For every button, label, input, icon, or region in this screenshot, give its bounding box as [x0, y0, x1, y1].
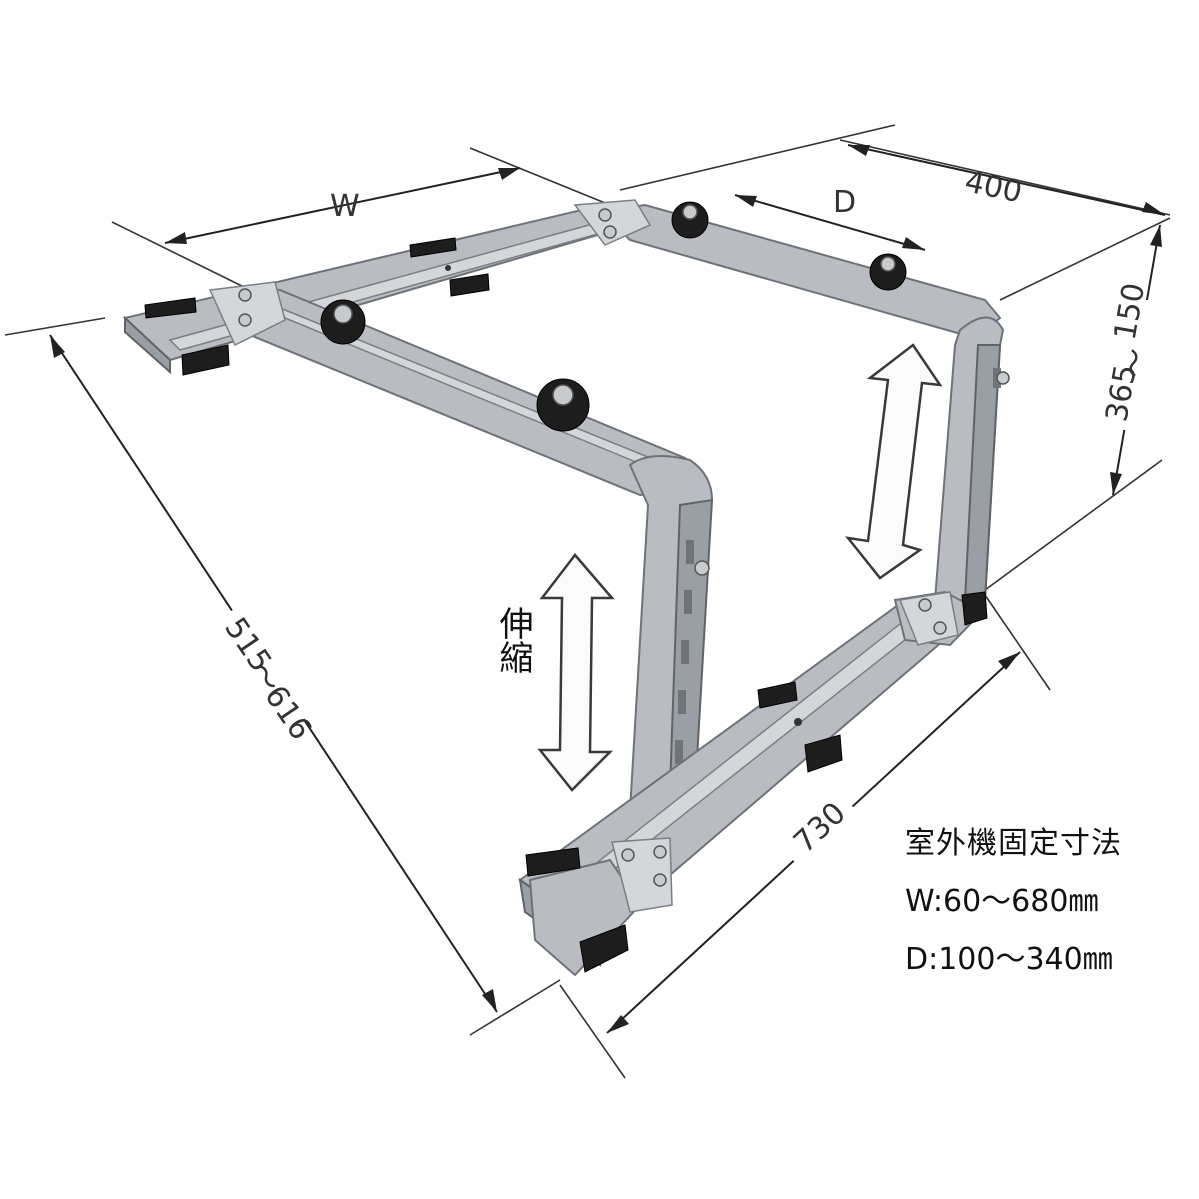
- dimension-400: 400: [619, 124, 1171, 216]
- dimension-height-sep: ～: [1114, 348, 1149, 378]
- telescopic-label: 伸縮: [493, 606, 533, 674]
- spec-block: 室外機固定寸法 W:60～680㎜ D:100～340㎜: [905, 818, 1195, 978]
- dimension-d-label: D: [833, 185, 856, 220]
- spec-d-range: D:100～340㎜: [905, 942, 1113, 977]
- bracket-frame: [122, 199, 1010, 977]
- isolator-2: [536, 378, 590, 432]
- dimension-400-label: 400: [962, 164, 1025, 210]
- dimension-w-label: W: [330, 189, 360, 224]
- dimension-w: W: [111, 147, 611, 291]
- spec-w-range: W:60～680㎜: [905, 884, 1099, 919]
- isolator-4: [869, 253, 907, 291]
- telescopic-arrow-front: [537, 553, 615, 792]
- dimension-730: 730: [559, 594, 1051, 1079]
- isolator-3: [671, 201, 709, 239]
- dimension-height: 150 ～ 365: [984, 217, 1171, 591]
- isolator-1: [320, 299, 366, 345]
- spec-title: 室外機固定寸法: [905, 826, 1122, 861]
- dimension-d: D: [734, 185, 926, 251]
- telescopic-arrow-rear: [845, 343, 943, 580]
